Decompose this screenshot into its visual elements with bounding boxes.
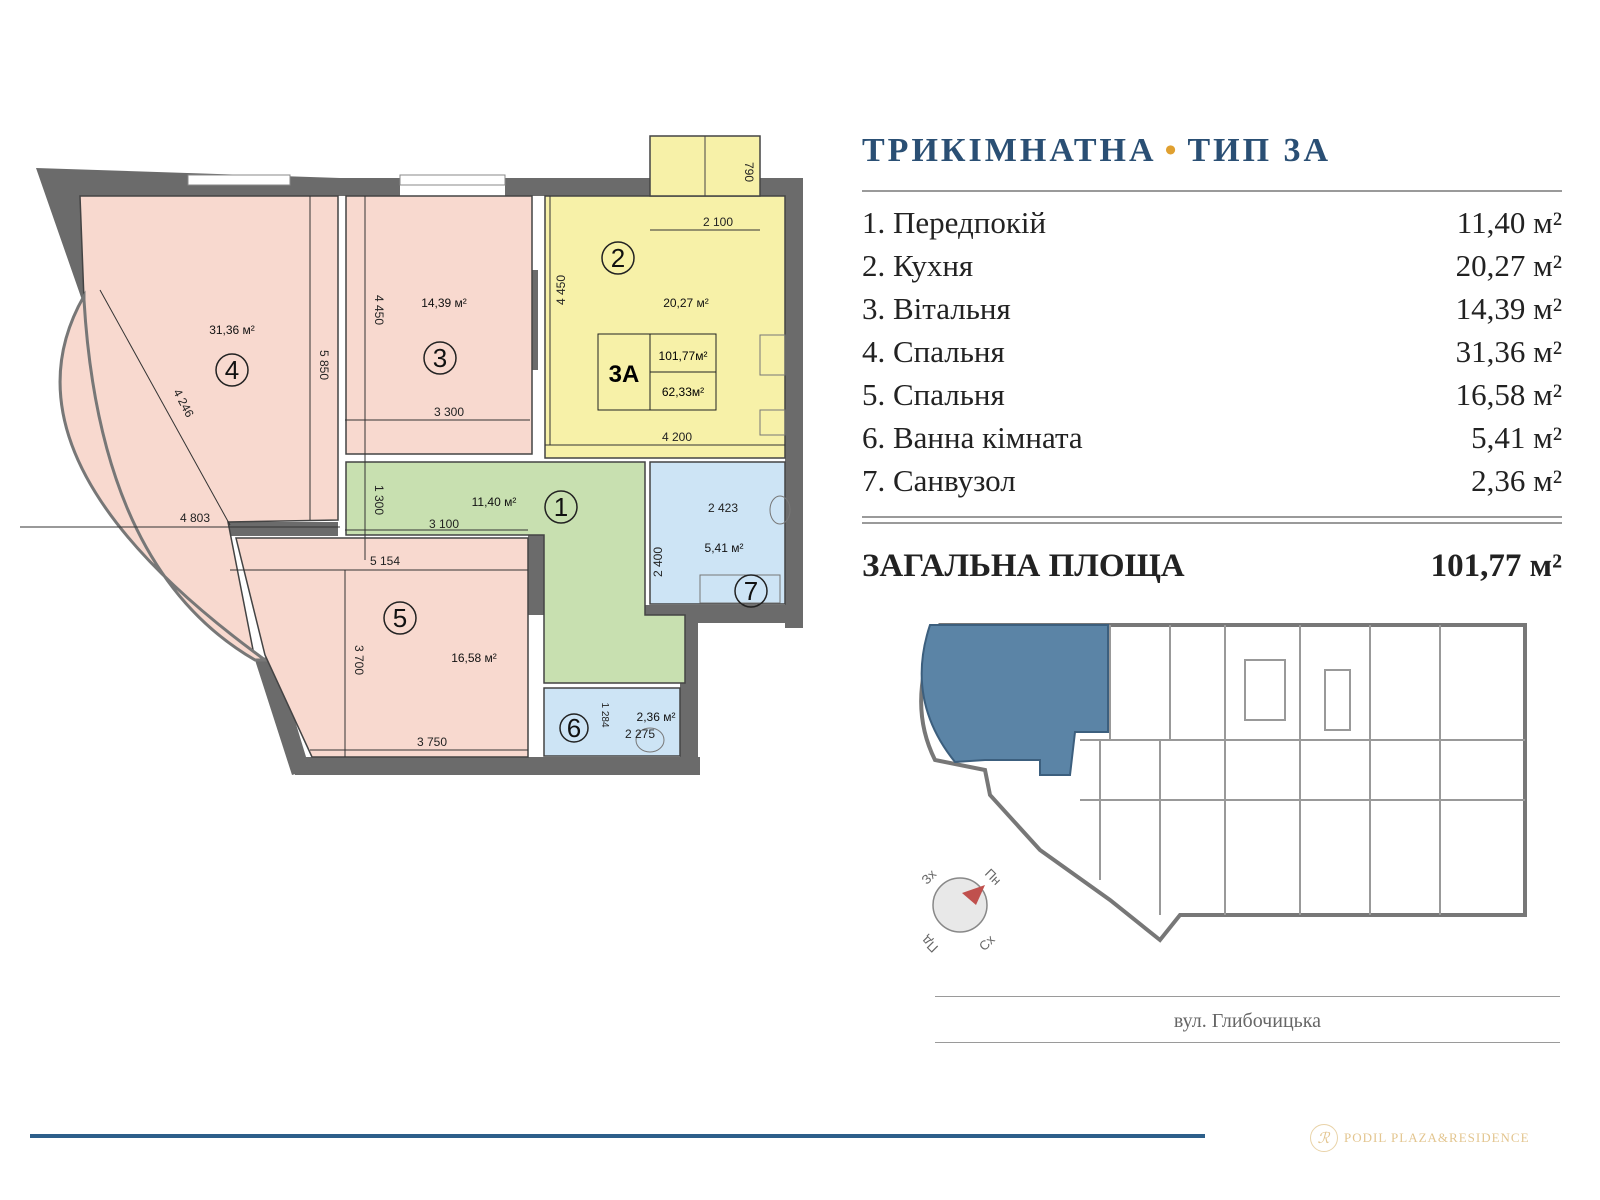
room-label: 7. Санвузол [862, 463, 1016, 498]
dim-label: 4 803 [180, 511, 210, 525]
room-1 [345, 461, 686, 684]
room-2 [544, 195, 786, 459]
room-label: 2. Кухня [862, 248, 974, 283]
room-label: 1. Передпокій [862, 205, 1047, 240]
title-left: ТРИКІМНАТНА [862, 132, 1157, 169]
dim-label: 5 154 [370, 554, 400, 568]
key-plan-highlight [920, 624, 1109, 776]
room-number-7: 7 [744, 576, 758, 606]
room-number-2: 2 [611, 243, 625, 273]
dim-label: 2 400 [651, 547, 665, 577]
compass-east: Сх [976, 932, 998, 954]
dim-label: 3 700 [352, 645, 366, 675]
room-area: 5,41 м² [1471, 420, 1562, 455]
windows [187, 174, 506, 186]
room-area-4: 31,36 м² [209, 323, 255, 337]
dimension-lines [20, 196, 785, 757]
room-area: 11,40 м² [1456, 205, 1562, 240]
room-row: 6. Ванна кімната 5,41 м² [862, 420, 1562, 456]
type-badge-label: 3А [609, 361, 640, 388]
dim-label: 3 100 [429, 517, 459, 531]
room-6 [543, 687, 681, 757]
total-value: 101,77 м² [1430, 548, 1562, 584]
room-label: 5. Спальня [862, 377, 1005, 412]
room-row: 3. Вітальня 14,39 м² [862, 291, 1562, 327]
total-label: ЗАГАЛЬНА ПЛОЩА [862, 548, 1185, 584]
logo-text: PODIL PLAZA&RESIDENCE [1344, 1130, 1530, 1145]
room-number-4: 4 [225, 355, 239, 385]
street-name: вул. Глибочицька [1173, 1010, 1322, 1032]
room-row: 7. Санвузол 2,36 м² [862, 463, 1562, 499]
compass-arrow-icon [962, 885, 985, 905]
compass: Пн Зх Сх Пд [918, 866, 1004, 956]
room-4-bay [58, 290, 270, 662]
room-area: 2,36 м² [1471, 463, 1562, 498]
compass-south: Пд [918, 933, 941, 956]
dim-label: 4 450 [554, 275, 568, 305]
dim-label: 2 275 [625, 727, 655, 741]
brand-logo: ℛ PODIL PLAZA&RESIDENCE [1310, 1124, 1530, 1152]
room-area-5: 16,58 м² [451, 651, 497, 665]
room-label: 4. Спальня [862, 334, 1005, 369]
room-number-3: 3 [433, 343, 447, 373]
divider [935, 996, 1560, 997]
room-area-7: 5,41 м² [705, 541, 744, 555]
total-area: ЗАГАЛЬНА ПЛОЩА 101,77 м² [862, 548, 1562, 585]
room-row: 4. Спальня 31,36 м² [862, 334, 1562, 370]
room-area-2: 20,27 м² [663, 296, 709, 310]
room-row: 1. Передпокій 11,40 м² [862, 205, 1562, 241]
room-number-6: 6 [567, 713, 581, 743]
room-row: 2. Кухня 20,27 м² [862, 248, 1562, 284]
room-area-3: 14,39 м² [421, 296, 467, 310]
room-3 [345, 195, 533, 455]
dim-label: 5 850 [317, 350, 331, 380]
room-area-6: 2,36 м² [637, 710, 676, 724]
dim-label: 2 100 [703, 215, 733, 229]
dim-label: 4 200 [662, 430, 692, 444]
dim-label: 790 [742, 162, 756, 182]
dim-label: 1 284 [599, 702, 610, 727]
room-area-1: 11,40 м² [472, 495, 517, 509]
room-area: 20,27 м² [1455, 248, 1562, 283]
dim-label: 4 450 [372, 295, 386, 325]
dim-label: 3 750 [417, 735, 447, 749]
dim-label: 1 300 [372, 485, 386, 515]
key-plan [919, 623, 1527, 943]
logo-mark: ℛ [1310, 1124, 1338, 1152]
type-badge: 3А 101,77м² 62,33м² [597, 333, 717, 411]
room-label: 3. Вітальня [862, 291, 1011, 326]
type-badge-total: 101,77м² [659, 349, 708, 363]
room-area: 16,58 м² [1455, 377, 1562, 412]
divider [862, 516, 1562, 518]
walls [36, 168, 803, 775]
type-badge-living: 62,33м² [662, 385, 704, 399]
room-area: 31,36 м² [1455, 334, 1562, 369]
compass-north: Пн [982, 866, 1004, 888]
compass-west: Зх [918, 866, 939, 887]
room-5 [235, 537, 529, 758]
divider [862, 190, 1562, 192]
room-number-1: 1 [554, 492, 568, 522]
page-title: ТРИКІМНАТНА•ТИП 3А [862, 132, 1331, 170]
title-right: ТИП 3А [1187, 132, 1332, 169]
room-number-5: 5 [393, 603, 407, 633]
divider [935, 1042, 1560, 1043]
dim-label: 3 300 [434, 405, 464, 419]
divider [862, 522, 1562, 524]
room-row: 5. Спальня 16,58 м² [862, 377, 1562, 413]
room-label: 6. Ванна кімната [862, 420, 1083, 455]
title-separator: • [1164, 132, 1180, 169]
room-markers [215, 241, 768, 743]
dim-label: 2 423 [708, 501, 738, 515]
room-area: 14,39 м² [1455, 291, 1562, 326]
